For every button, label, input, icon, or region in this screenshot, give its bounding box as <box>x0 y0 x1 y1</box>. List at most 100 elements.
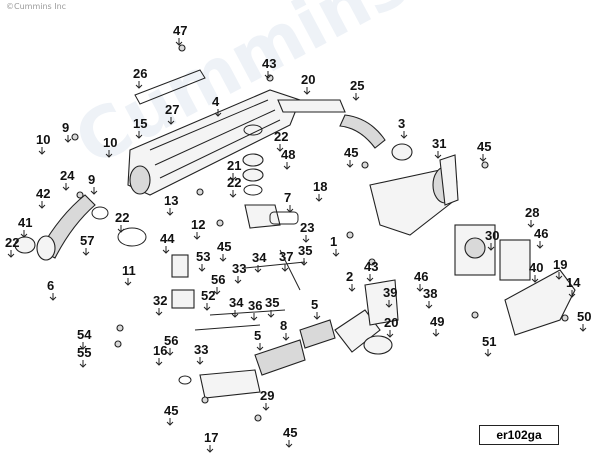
callout-8: 8 <box>280 318 287 333</box>
callout-36: 36 <box>248 298 262 313</box>
callout-arrow-22 <box>117 225 125 233</box>
callout-21: 21 <box>227 158 241 173</box>
callout-arrow-38 <box>425 301 433 309</box>
callout-arrow-52 <box>203 303 211 311</box>
callout-37: 37 <box>279 249 293 264</box>
callout-arrow-23 <box>302 235 310 243</box>
callout-35: 35 <box>298 243 312 258</box>
callout-arrow-9 <box>90 187 98 195</box>
callout-41: 41 <box>18 215 32 230</box>
copyright-notice: ©Cummins Inc <box>6 2 67 11</box>
callout-22: 22 <box>115 210 129 225</box>
callout-arrow-43 <box>366 274 374 282</box>
callout-arrow-34 <box>254 265 262 273</box>
callout-48: 48 <box>281 147 295 162</box>
callout-arrow-39 <box>385 300 393 308</box>
callout-47: 47 <box>173 23 187 38</box>
callout-40: 40 <box>529 260 543 275</box>
callout-arrow-47 <box>175 38 183 46</box>
callout-50: 50 <box>577 309 591 324</box>
callout-arrow-22 <box>276 144 284 152</box>
callout-34: 34 <box>229 295 244 310</box>
callout-22: 22 <box>227 175 241 190</box>
callout-arrow-56 <box>213 287 221 295</box>
callout-52: 52 <box>201 288 215 303</box>
callout-45: 45 <box>217 239 231 254</box>
callout-arrow-33 <box>234 276 242 284</box>
callout-49: 49 <box>430 314 444 329</box>
manifold-gasket <box>134 69 206 105</box>
callout-arrow-54 <box>79 342 87 350</box>
callout-9: 9 <box>88 172 95 187</box>
callout-39: 39 <box>383 285 397 300</box>
callout-arrow-9 <box>64 135 72 143</box>
callout-54: 54 <box>77 327 92 342</box>
egr-actuator <box>454 224 531 281</box>
callout-arrow-10 <box>38 147 46 155</box>
callout-arrow-20 <box>386 330 394 338</box>
egr-valve-assembly <box>369 154 459 236</box>
callout-20: 20 <box>384 315 398 330</box>
callout-arrow-14 <box>568 290 576 298</box>
callout-42: 42 <box>36 186 50 201</box>
callout-32: 32 <box>153 293 167 308</box>
callout-57: 57 <box>80 233 94 248</box>
lower-pipes <box>254 279 399 376</box>
callout-arrow-45 <box>166 418 174 426</box>
callout-34: 34 <box>252 250 267 265</box>
callout-45: 45 <box>344 145 358 160</box>
callout-56: 56 <box>164 333 178 348</box>
callout-arrow-4 <box>214 109 222 117</box>
callout-arrow-55 <box>79 360 87 368</box>
callout-arrow-32 <box>155 308 163 316</box>
fasteners <box>71 44 569 422</box>
callout-arrow-43 <box>264 71 272 79</box>
callout-arrow-42 <box>38 201 46 209</box>
callout-arrow-36 <box>250 313 258 321</box>
callout-arrow-37 <box>281 264 289 272</box>
callout-arrow-24 <box>62 183 70 191</box>
callout-arrow-5 <box>313 312 321 320</box>
callout-31: 31 <box>432 136 446 151</box>
callout-arrow-8 <box>282 333 290 341</box>
callout-arrow-5 <box>256 343 264 351</box>
callout-arrow-31 <box>434 151 442 159</box>
callout-2: 2 <box>346 269 353 284</box>
callout-46: 46 <box>414 269 428 284</box>
callout-arrow-13 <box>166 208 174 216</box>
callout-10: 10 <box>103 135 117 150</box>
callout-arrow-50 <box>579 324 587 332</box>
callout-53: 53 <box>196 249 210 264</box>
callout-24: 24 <box>60 168 75 183</box>
callout-arrow-2 <box>348 284 356 292</box>
callout-11: 11 <box>122 263 136 278</box>
callout-45: 45 <box>164 403 178 418</box>
callout-arrow-17 <box>206 445 214 453</box>
callout-arrow-34 <box>231 310 239 318</box>
callout-arrow-45 <box>285 440 293 448</box>
callout-19: 19 <box>553 257 567 272</box>
callout-arrow-19 <box>555 272 563 280</box>
diagram-code-box: er102ga <box>479 425 559 445</box>
callout-arrow-6 <box>49 293 57 301</box>
callout-arrow-35 <box>267 310 275 318</box>
callout-arrow-11 <box>124 278 132 286</box>
callout-33: 33 <box>194 342 208 357</box>
callout-arrow-45 <box>346 160 354 168</box>
callout-56: 56 <box>211 272 225 287</box>
callout-16: 16 <box>153 343 167 358</box>
callout-arrow-21 <box>229 173 237 181</box>
callout-3: 3 <box>398 116 405 131</box>
callout-arrow-1 <box>332 249 340 257</box>
callout-9: 9 <box>62 120 69 135</box>
callout-arrow-44 <box>162 246 170 254</box>
callout-25: 25 <box>350 78 364 93</box>
callout-43: 43 <box>262 56 276 71</box>
callout-7: 7 <box>284 190 291 205</box>
callout-arrow-27 <box>167 117 175 125</box>
callout-22: 22 <box>5 235 19 250</box>
callout-1: 1 <box>330 234 337 249</box>
callout-arrow-46 <box>416 284 424 292</box>
callout-15: 15 <box>133 116 147 131</box>
